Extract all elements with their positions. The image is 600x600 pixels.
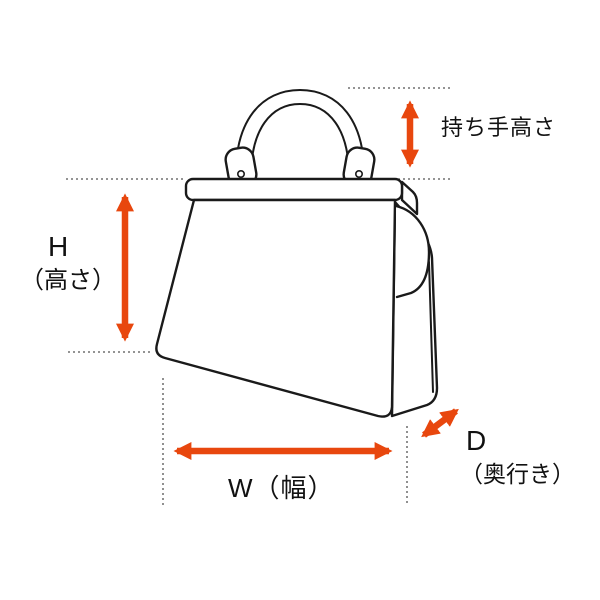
handle-height-label: 持ち手高さ bbox=[441, 115, 557, 140]
depth-arrow bbox=[421, 408, 459, 438]
frame-front bbox=[184, 177, 404, 202]
front-panel bbox=[155, 198, 397, 418]
depth-label-letter: D bbox=[466, 425, 487, 456]
depth-label-word: （奥行き） bbox=[460, 461, 575, 487]
rivet-right bbox=[354, 170, 363, 179]
handbag-outline bbox=[155, 89, 439, 418]
guide-lines bbox=[66, 87, 452, 506]
frame-side bbox=[400, 180, 419, 216]
handle-outer-line bbox=[234, 89, 366, 181]
handle-inner-line bbox=[249, 103, 351, 181]
side-panel-seam bbox=[428, 261, 434, 393]
side-flap bbox=[394, 204, 431, 299]
height-label-letter: H bbox=[48, 231, 69, 262]
width-label: W（幅） bbox=[228, 473, 335, 503]
dimension-arrows bbox=[116, 100, 459, 460]
rivet-left bbox=[237, 170, 246, 179]
height-label-word: （高さ） bbox=[20, 267, 116, 294]
